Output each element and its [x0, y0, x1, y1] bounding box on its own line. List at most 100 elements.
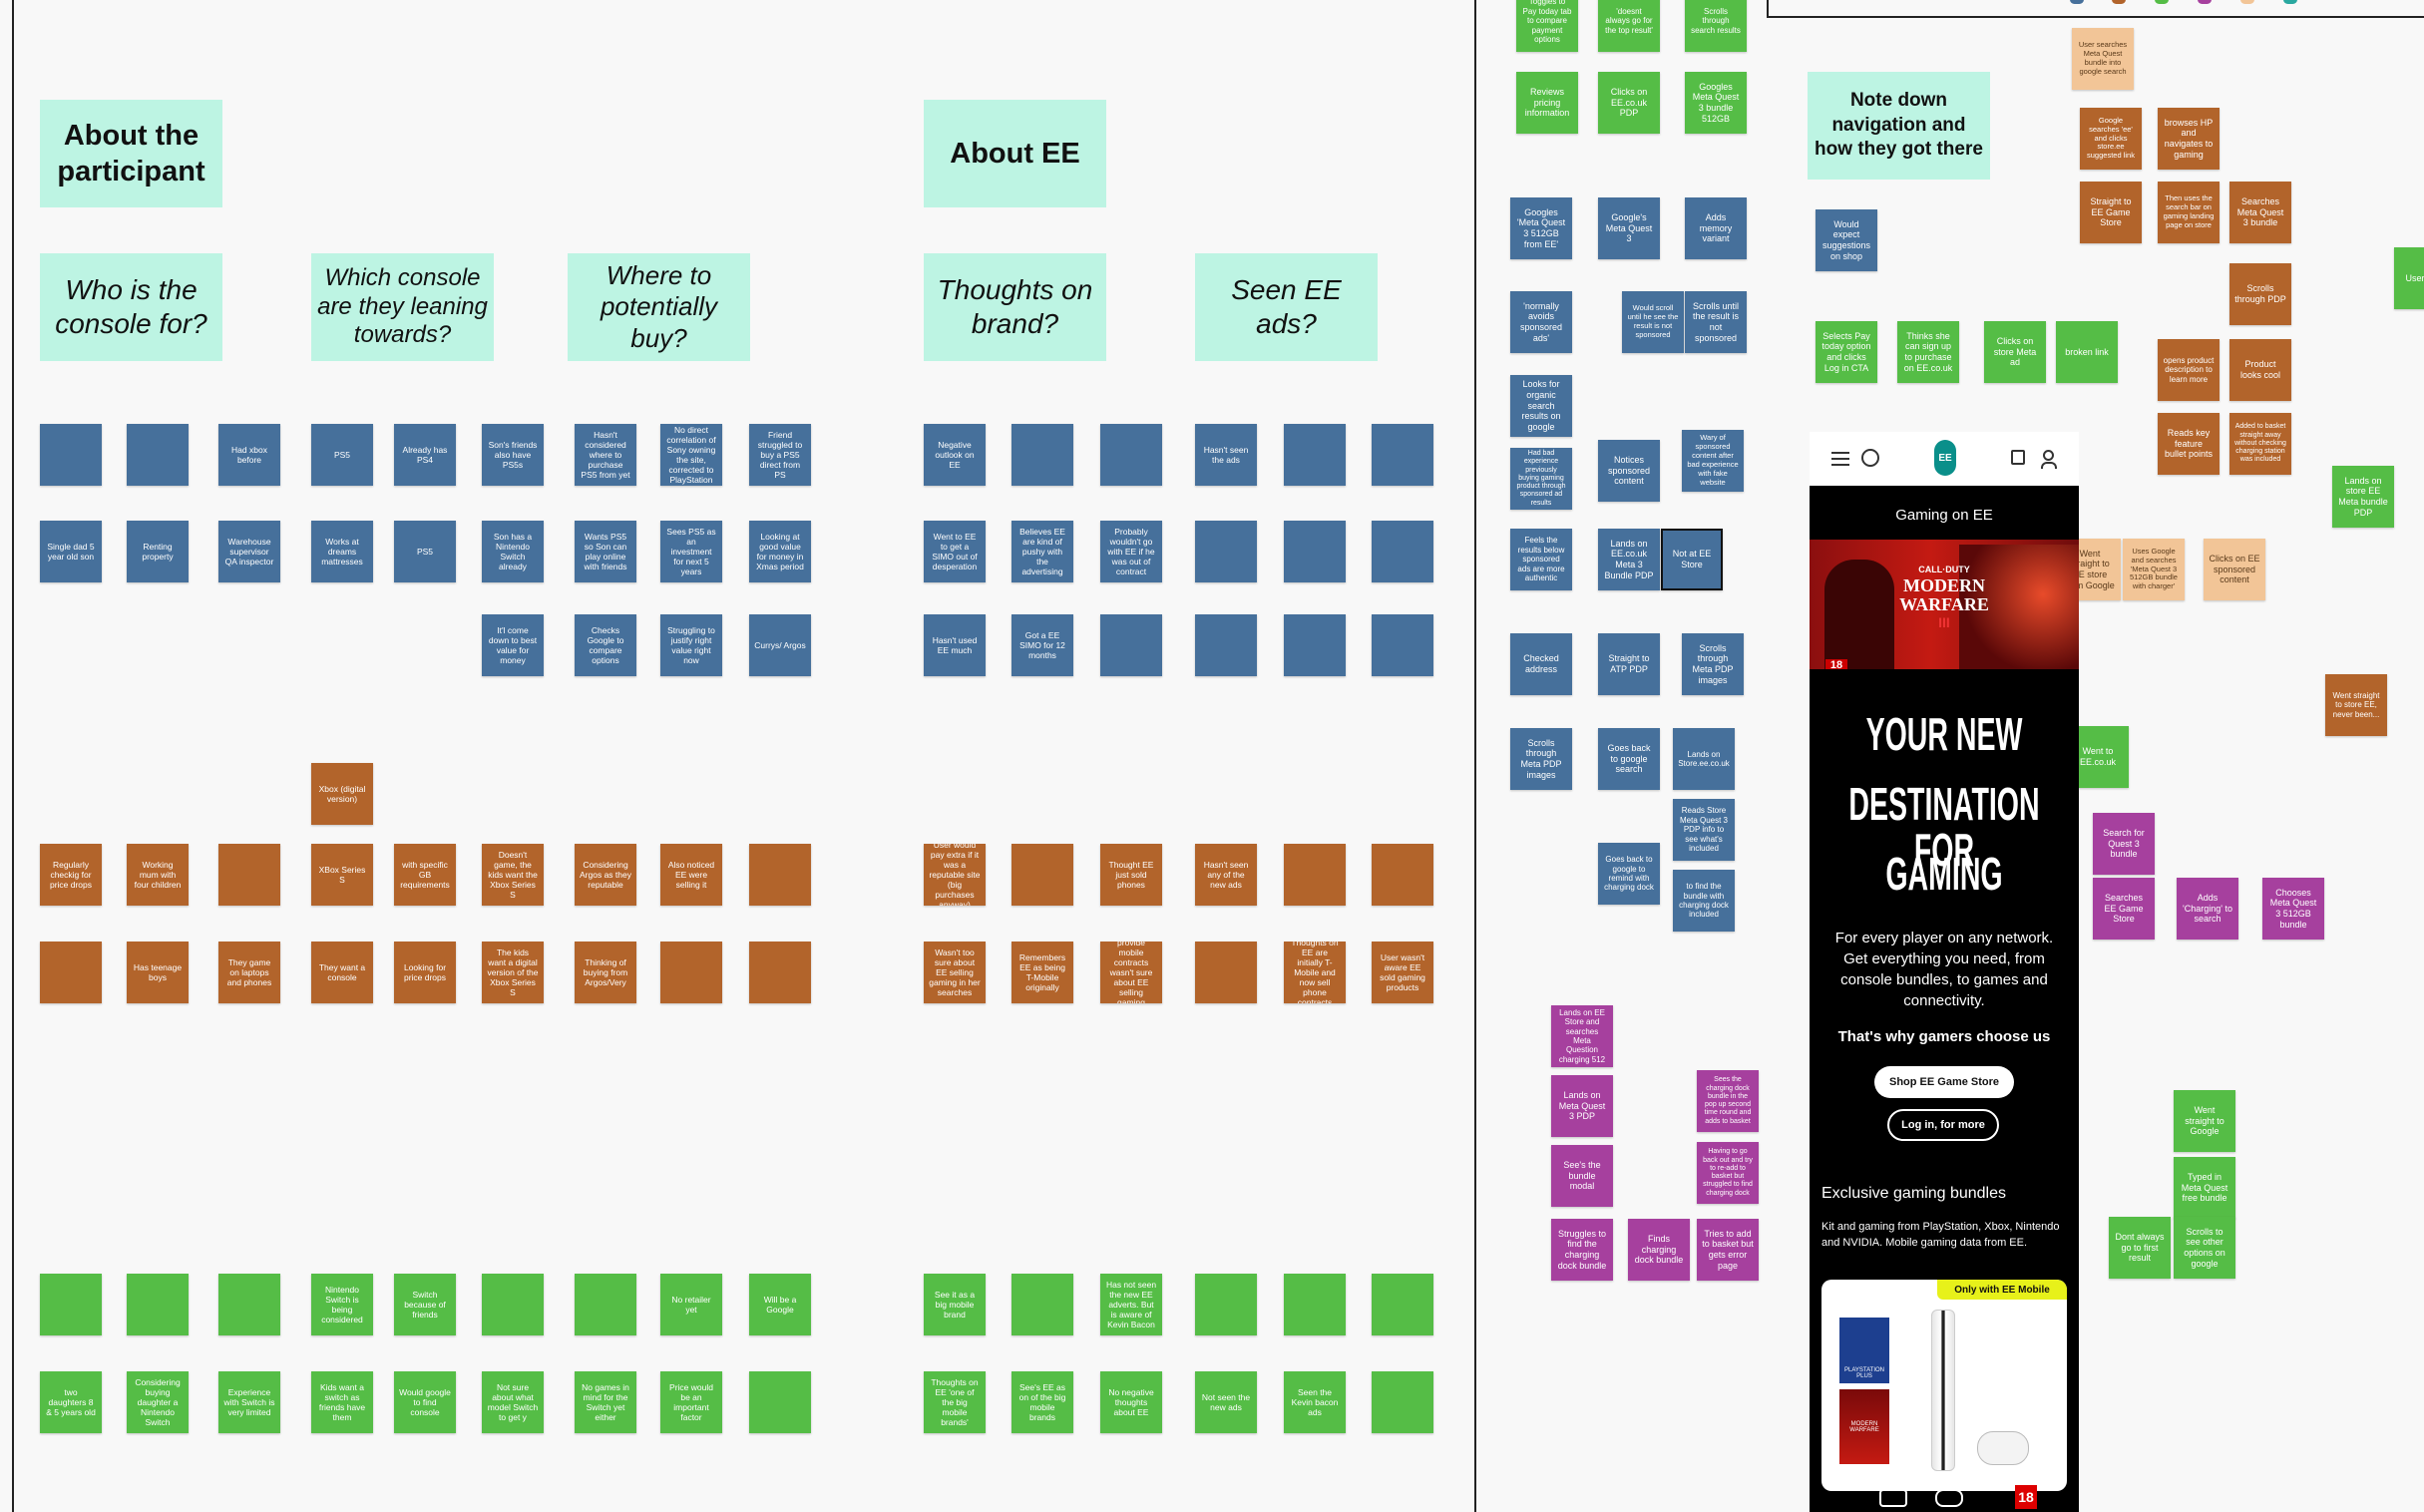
sticky-note[interactable]: Regularly checkig for price drops	[40, 844, 102, 906]
sticky-note[interactable]: Hasn't seen any of the new ads	[1195, 844, 1257, 906]
sticky-note[interactable]: two daughters 8 & 5 years old	[40, 1371, 102, 1433]
sticky-note[interactable]: No retailer yet	[660, 1274, 722, 1335]
sticky-note[interactable]: Got a EE SIMO for 12 months	[1011, 614, 1073, 676]
sticky-note[interactable]: Goes back to google search	[1598, 728, 1660, 790]
sticky-note[interactable]	[1372, 424, 1433, 486]
sticky-note[interactable]	[1100, 424, 1162, 486]
heading-about-participant[interactable]: About the participant	[40, 100, 222, 207]
heading-note-navigation[interactable]: Note down navigation and how they got th…	[1808, 72, 1990, 180]
sticky-note[interactable]: Scrolls until the result is not sponsore…	[1685, 291, 1747, 353]
sticky-note[interactable]: Reviews pricing information	[1516, 72, 1578, 134]
sticky-note[interactable]	[1284, 424, 1346, 486]
sticky-note[interactable]: Product looks cool	[2229, 339, 2291, 401]
sticky-note[interactable]: Friend struggled to buy a PS5 direct fro…	[749, 424, 811, 486]
sticky-note[interactable]: See's EE as on of the big mobile brands	[1011, 1371, 1073, 1433]
sticky-note[interactable]: Sees the charging dock bundle in the pop…	[1697, 1070, 1759, 1132]
sticky-note[interactable]: Searches EE Game Store	[2093, 878, 2155, 940]
sticky-note[interactable]: It'l come down to best value for money	[482, 614, 544, 676]
sticky-note[interactable]: Switch because of friends	[394, 1274, 456, 1335]
sticky-note[interactable]: Google's Meta Quest 3	[1598, 197, 1660, 259]
bundle-card[interactable]: Only with EE Mobile PLAYSTATION PLUS MOD…	[1821, 1280, 2067, 1491]
sticky-note[interactable]: User on e	[2394, 247, 2424, 309]
sticky-note[interactable]: Scrolls through PDP	[2229, 263, 2291, 325]
sticky-note[interactable]: Hasn't considered where to purchase PS5 …	[575, 424, 636, 486]
sticky-note[interactable]: Having to go back out and try to re-add …	[1697, 1142, 1759, 1204]
sticky-note[interactable]: Renting property	[127, 521, 189, 582]
sticky-note[interactable]: Feels the results below sponsored ads ar…	[1510, 529, 1572, 590]
sticky-note[interactable]: Straight to ATP PDP	[1598, 633, 1660, 695]
sticky-note[interactable]: Not sure about what model Switch to get …	[482, 1371, 544, 1433]
sticky-note[interactable]: They want a console	[311, 942, 373, 1003]
sticky-note[interactable]: XBox Series S	[311, 844, 373, 906]
sticky-note[interactable]: The kids want a digital version of the X…	[482, 942, 544, 1003]
sticky-note[interactable]	[1011, 844, 1073, 906]
sticky-note[interactable]: with specific GB requirements	[394, 844, 456, 906]
sticky-note-selected[interactable]: Not at EE Store	[1661, 529, 1723, 590]
sticky-note[interactable]: Adds memory variant	[1685, 197, 1747, 259]
sticky-note[interactable]: Not seen the new ads	[1195, 1371, 1257, 1433]
sticky-note[interactable]: Finds charging dock bundle	[1628, 1219, 1690, 1281]
sticky-note[interactable]: Had xbox before	[218, 424, 280, 486]
sticky-note[interactable]: 'normally avoids sponsored ads'	[1510, 291, 1572, 353]
sticky-note[interactable]: Hasn't used EE much	[924, 614, 986, 676]
sticky-note[interactable]: Works at dreams mattresses	[311, 521, 373, 582]
sticky-note[interactable]: Would expect suggestions on shop	[1816, 209, 1877, 271]
sticky-note[interactable]: Would scroll until he see the result is …	[1622, 291, 1684, 353]
sticky-note[interactable]	[1372, 844, 1433, 906]
sticky-note[interactable]: See's the bundle modal	[1551, 1145, 1613, 1207]
sticky-note[interactable]: Adds 'Charging' to search	[2177, 878, 2238, 940]
sticky-note[interactable]: Struggles to find the charging dock bund…	[1551, 1219, 1613, 1281]
sticky-note[interactable]	[127, 424, 189, 486]
sticky-note[interactable]	[218, 1274, 280, 1335]
sticky-note[interactable]: Knows EE provide mobile contracts wasn't…	[1100, 942, 1162, 1003]
sticky-note[interactable]	[1372, 614, 1433, 676]
sticky-note[interactable]: User wasn't aware EE sold gaming product…	[1372, 942, 1433, 1003]
sticky-note[interactable]: PS5	[311, 424, 373, 486]
sticky-note[interactable]	[1195, 521, 1257, 582]
basket-icon[interactable]	[2011, 450, 2025, 465]
sticky-note[interactable]: Reads key feature bullet points	[2158, 413, 2220, 475]
hamburger-icon[interactable]	[1831, 452, 1849, 466]
sticky-note[interactable]: to find the bundle with charging dock in…	[1673, 870, 1735, 932]
sticky-note[interactable]: Wary of sponsored content after bad expe…	[1682, 430, 1744, 492]
sticky-note[interactable]: Toggles to Pay today tab to compare paym…	[1516, 0, 1578, 52]
sticky-note[interactable]: Typed in Meta Quest free bundle	[2174, 1157, 2235, 1219]
sticky-note[interactable]: Working mum with four children	[127, 844, 189, 906]
heading-about-ee[interactable]: About EE	[924, 100, 1106, 207]
sticky-note[interactable]: Will be a Google	[749, 1274, 811, 1335]
sticky-note[interactable]: Lands on Store.ee.co.uk	[1673, 728, 1735, 790]
sticky-note[interactable]: Straight to EE Game Store	[2080, 182, 2142, 243]
sticky-note[interactable]	[749, 942, 811, 1003]
sticky-note[interactable]	[1372, 1274, 1433, 1335]
sticky-note[interactable]: Reads Store Meta Quest 3 PDP info to see…	[1673, 799, 1735, 861]
sticky-note[interactable]	[1011, 1274, 1073, 1335]
heading-seen-ads[interactable]: Seen EE ads?	[1195, 253, 1378, 361]
sticky-note[interactable]: Sees PS5 as an investment for next 5 yea…	[660, 521, 722, 582]
shop-game-store-button[interactable]: Shop EE Game Store	[1874, 1066, 2014, 1098]
sticky-note[interactable]: Seen the Kevin bacon ads	[1284, 1371, 1346, 1433]
sticky-note[interactable]: Nintendo Switch is being considered	[311, 1274, 373, 1335]
sticky-note[interactable]: Thinking of buying from Argos/Very	[575, 942, 636, 1003]
sticky-note[interactable]: Struggling to justify right value right …	[660, 614, 722, 676]
sticky-note[interactable]: Clicks on store Meta ad	[1984, 321, 2046, 383]
sticky-note[interactable]	[1011, 424, 1073, 486]
sticky-note[interactable]: No direct correlation of Sony owning the…	[660, 424, 722, 486]
sticky-note[interactable]: Wants PS5 so Son can play online with fr…	[575, 521, 636, 582]
sticky-note[interactable]: Has not seen the new EE adverts. But is …	[1100, 1274, 1162, 1335]
heading-which-console[interactable]: Which console are they leaning towards?	[311, 253, 494, 361]
sticky-note[interactable]: Currys/ Argos	[749, 614, 811, 676]
sticky-note[interactable]	[749, 1371, 811, 1433]
sticky-note[interactable]: Checks Google to compare options	[575, 614, 636, 676]
sticky-note[interactable]: Remembers EE as being T-Mobile originall…	[1011, 942, 1073, 1003]
account-icon[interactable]	[2041, 450, 2057, 469]
sticky-note[interactable]: Tries to add to basket but gets error pa…	[1697, 1219, 1759, 1281]
sticky-note[interactable]: Thought EE just sold phones	[1100, 844, 1162, 906]
game-banner-image[interactable]: CALL·DUTY MODERN WARFARE III 18	[1810, 540, 2079, 669]
sticky-note[interactable]	[482, 1274, 544, 1335]
sticky-note[interactable]: Lands on EE.co.uk Meta 3 Bundle PDP	[1598, 529, 1660, 590]
sticky-note[interactable]: User searches Meta Quest bundle into goo…	[2072, 28, 2134, 90]
sticky-note[interactable]: Xbox (digital version)	[311, 763, 373, 825]
sticky-note[interactable]: Went straight to Google	[2174, 1090, 2235, 1152]
sticky-note[interactable]	[1284, 1274, 1346, 1335]
sticky-note[interactable]: Looking at good value for money in Xmas …	[749, 521, 811, 582]
